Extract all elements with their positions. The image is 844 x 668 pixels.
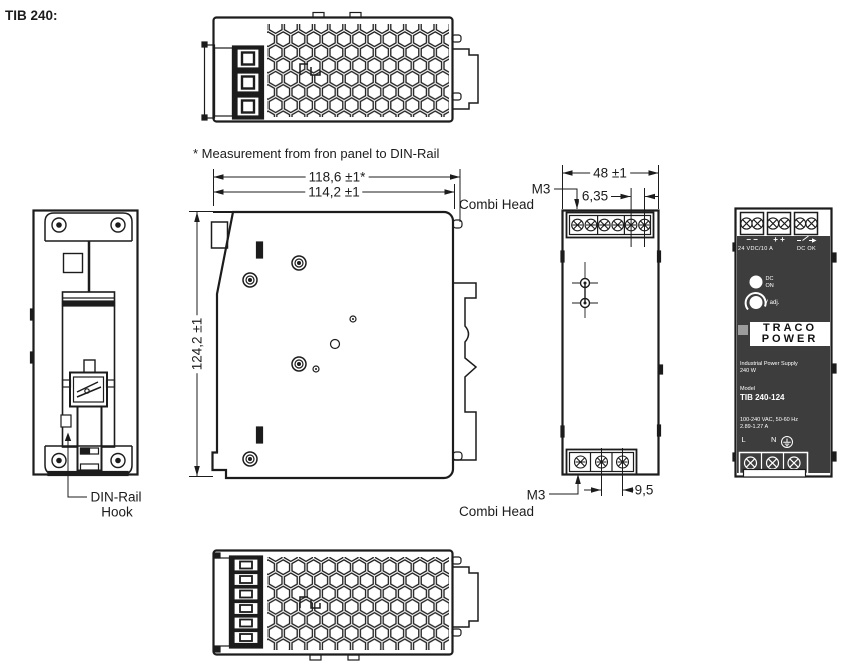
panel-terminal-l: L <box>741 435 746 444</box>
relay-contact-icon <box>797 235 817 243</box>
panel-vadj-label: V adj. <box>764 299 780 306</box>
earth-icon <box>781 436 793 448</box>
label-din-rail-hook-1: DIN-Rail <box>90 489 142 505</box>
panel-output-rating: 24 VDC/10 A <box>738 245 774 252</box>
label-din-rail-hook-2: Hook <box>101 504 133 520</box>
terminal-screws-top <box>571 218 651 232</box>
vent-grid-top <box>267 24 449 117</box>
din-rail-bracket <box>453 566 479 628</box>
logo-gray-square <box>738 325 748 335</box>
side-view <box>210 210 478 480</box>
label-combi-head-bottom: Combi Head <box>459 504 535 519</box>
label-combi-head-top: Combi Head <box>459 197 535 212</box>
molded-marking <box>299 63 321 76</box>
label-m3-bottom: M3 <box>526 487 546 503</box>
panel-terminal-n: N <box>771 435 777 444</box>
traco-power-logo: TRACO POWER <box>750 322 830 346</box>
logo-line-1: TRACO <box>762 322 818 334</box>
front-panel-view <box>732 207 837 478</box>
dimension-lines <box>189 165 659 496</box>
panel-led-label-2: ON <box>765 282 774 289</box>
panel-face <box>737 236 830 473</box>
top-view <box>201 11 479 123</box>
potentiometer-icon <box>744 292 767 311</box>
panel-model-value: TIB 240-124 <box>740 392 785 402</box>
din-rail-bracket <box>453 48 479 110</box>
case-screws <box>242 255 357 467</box>
vent-grid-bottom <box>267 557 449 650</box>
mid-screws <box>572 262 598 318</box>
dc-on-led <box>749 275 763 289</box>
molded-marking <box>299 596 321 609</box>
dim-pitch-bottom: 9,5 <box>634 482 654 498</box>
measurement-note: * Measurement from fron panel to DIN-Rai… <box>193 146 440 161</box>
panel-input-2: 2.89-1.27 A <box>740 423 769 430</box>
bottom-view <box>212 549 479 661</box>
dim-case-height: 124,2 ±1 <box>189 314 205 374</box>
panel-dc-ok-label: DC OK <box>797 245 816 252</box>
dim-front-width: 48 ±1 <box>590 165 630 181</box>
panel-terminal-screws-top <box>740 217 818 230</box>
panel-output-neg: − − <box>746 235 758 244</box>
panel-desc-1: Industrial Power Supply <box>740 360 798 367</box>
panel-led-label-1: DC <box>765 276 774 282</box>
label-m3-top: M3 <box>531 181 551 197</box>
panel-output-pos: + + <box>773 235 785 244</box>
front-dim-view <box>560 209 664 476</box>
rear-view <box>29 209 139 498</box>
din-rail-hook-arrow <box>64 432 87 498</box>
panel-input-1: 100-240 VAC, 50-60 Hz <box>740 416 798 423</box>
page-title: TIB 240: <box>5 8 58 23</box>
panel-model-label: Model <box>740 386 755 392</box>
dim-case-width: 114,2 ±1 <box>305 184 363 200</box>
logo-line-2: POWER <box>761 333 819 345</box>
dim-pitch-top: 6,35 <box>578 188 612 204</box>
din-rail-clip-profile <box>453 282 478 461</box>
panel-desc-2: 240 W <box>740 367 756 374</box>
dim-overall-width: 118,6 ±1* <box>305 169 369 185</box>
